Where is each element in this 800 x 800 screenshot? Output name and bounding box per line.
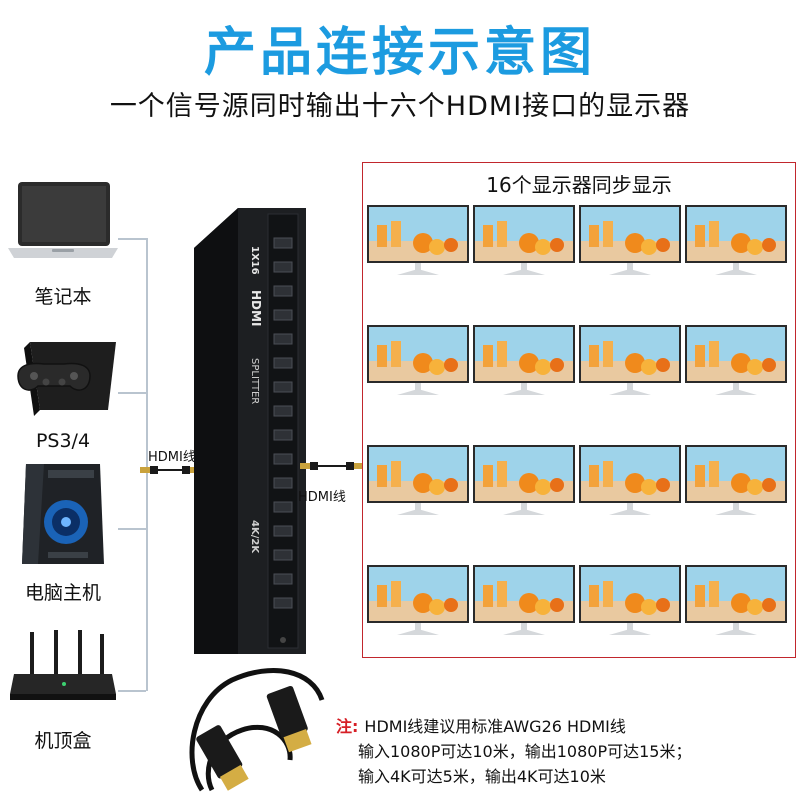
hdmi-port-14 — [273, 549, 293, 561]
source-label: 机顶盒 — [34, 730, 92, 752]
monitor — [473, 445, 575, 521]
monitor — [473, 565, 575, 641]
hdmi-port-12 — [273, 501, 293, 513]
monitor — [685, 565, 787, 641]
hdmi-cable-icon — [189, 667, 325, 792]
wire-desktop — [118, 528, 146, 530]
monitor — [367, 325, 469, 401]
wire-console — [118, 392, 146, 394]
hdmi-splitter-device: 1X16 HDMI SPLITTER 4K/2K — [194, 208, 306, 654]
hdmi-port-9 — [273, 429, 293, 441]
input-cable — [140, 466, 200, 474]
hdmi-port-1 — [273, 237, 293, 249]
wire-bus — [146, 238, 148, 691]
source-laptop: 笔记本 — [4, 178, 122, 308]
monitor — [367, 205, 469, 281]
wire-stb — [118, 690, 146, 692]
source-label: 笔记本 — [34, 286, 92, 308]
router-icon — [10, 630, 116, 700]
note-line-3: 输入4K可达5米，输出4K可达10米 — [358, 767, 606, 786]
page-subtitle: 一个信号源同时输出十六个HDMI接口的显示器 — [109, 91, 691, 122]
source-desktop: 电脑主机 — [4, 460, 122, 604]
game-console-icon — [17, 342, 116, 416]
monitor — [579, 445, 681, 521]
displays-title: 16个显示器同步显示 — [486, 173, 672, 197]
wire-laptop — [118, 238, 146, 240]
hdmi-port-15 — [273, 573, 293, 585]
splitter-type: SPLITTER — [249, 358, 260, 404]
note-lead: 注: — [336, 717, 359, 736]
monitor-icon — [367, 205, 469, 275]
monitor-icon — [367, 325, 469, 395]
splitter-brand: HDMI — [249, 290, 263, 326]
page-title: 产品连接示意图 — [203, 23, 596, 83]
note-line-1: 注: HDMI线建议用标准AWG26 HDMI线 — [336, 714, 796, 739]
monitor-icon — [579, 445, 681, 515]
monitor — [579, 565, 681, 641]
hdmi-port-8 — [273, 405, 293, 417]
desktop-tower-icon — [22, 464, 104, 564]
monitor-icon — [473, 565, 575, 635]
monitor-icon — [685, 445, 787, 515]
hdmi-port-13 — [273, 525, 293, 537]
hdmi-port-2 — [273, 261, 293, 273]
note-line-2: 输入1080P可达10米，输出1080P可达15米； — [358, 742, 692, 761]
monitor — [685, 325, 787, 401]
input-cable-label: HDMI线 — [148, 450, 196, 465]
hdmi-port-11 — [273, 477, 293, 489]
displays-grid — [367, 205, 791, 653]
monitor-icon — [473, 205, 575, 275]
output-cable — [300, 462, 364, 470]
laptop-icon — [8, 182, 118, 258]
monitor — [367, 445, 469, 521]
monitor-icon — [367, 565, 469, 635]
hdmi-port-7 — [273, 381, 293, 393]
monitor-icon — [685, 325, 787, 395]
source-label: 电脑主机 — [24, 582, 101, 604]
hdmi-port-6 — [273, 357, 293, 369]
splitter-resolution: 4K/2K — [249, 520, 260, 554]
monitor-icon — [367, 445, 469, 515]
note-text: HDMI线建议用标准AWG26 HDMI线 — [364, 717, 626, 736]
hdmi-port-5 — [273, 333, 293, 345]
monitor-icon — [579, 325, 681, 395]
monitor — [473, 205, 575, 281]
monitor-icon — [579, 205, 681, 275]
monitor-icon — [685, 205, 787, 275]
hdmi-port-10 — [273, 453, 293, 465]
hdmi-port-4 — [273, 309, 293, 321]
displays-panel: 16个显示器同步显示 — [362, 162, 796, 658]
hdmi-port-16 — [273, 597, 293, 609]
monitor — [685, 205, 787, 281]
monitor — [473, 325, 575, 401]
source-settop-box: 机顶盒 — [4, 628, 122, 752]
output-cable-label: HDMI线 — [298, 490, 346, 505]
usage-note: 注: HDMI线建议用标准AWG26 HDMI线 输入1080P可达10米，输出1… — [336, 714, 796, 789]
source-label: PS3/4 — [35, 430, 91, 452]
splitter-model: 1X16 — [249, 246, 260, 275]
source-console: PS3/4 — [4, 332, 122, 452]
monitor-icon — [473, 325, 575, 395]
monitor-icon — [579, 565, 681, 635]
monitor — [367, 565, 469, 641]
monitor-icon — [473, 445, 575, 515]
monitor — [579, 205, 681, 281]
monitor — [685, 445, 787, 521]
monitor-icon — [685, 565, 787, 635]
monitor — [579, 325, 681, 401]
hdmi-port-3 — [273, 285, 293, 297]
splitter-ports — [273, 237, 293, 609]
